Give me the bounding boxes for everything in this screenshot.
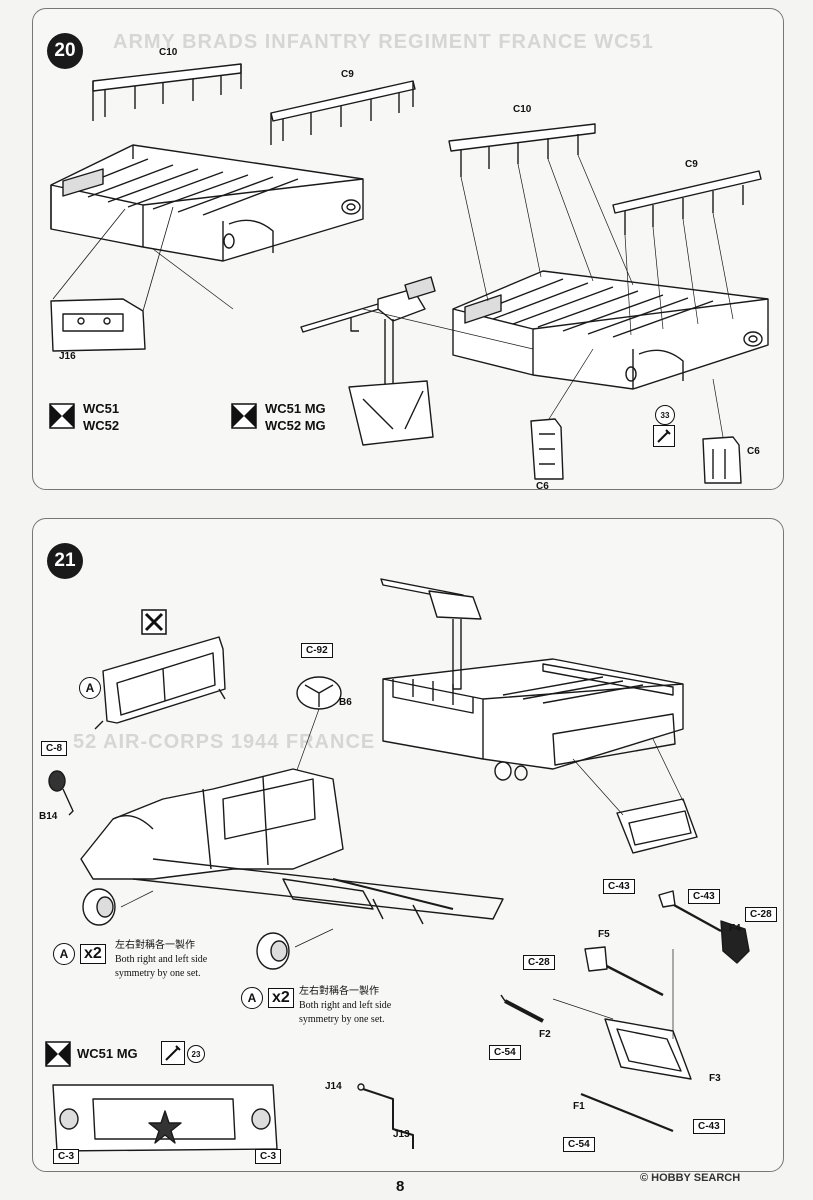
step-21-illustration [48,578,750,1152]
axe-f5 [584,946,664,997]
cargo-bed-right [452,270,769,390]
step-number: 20 [47,33,83,69]
symmetry-note-2-text: 左右對稱各一製作 Both right and left side symmet… [299,985,391,1027]
step-21-panel: 52 AIR-CORPS 1944 FRANCE 21 [32,518,784,1172]
quantity-multiplier: x2 [268,988,294,1008]
rear-cargo-bed [382,658,684,781]
part-label-j13: J13 [393,1129,410,1140]
cargo-bed-left [50,144,364,262]
part-label-c10-right: C10 [513,104,532,115]
part-label-f5: F5 [598,929,610,940]
decal-marker-icon [231,403,257,434]
rear-machine-gun [380,578,482,690]
rail-c10-left [92,63,242,121]
crank-j13 [357,1083,414,1149]
vehicle-chassis [80,768,504,925]
part-label-c6: C6 [536,481,549,492]
variant-label-wc51-mg: WC51 MG [77,1046,138,1061]
remove-part-icon [141,609,167,640]
windshield-frame [94,636,226,730]
part-label-f1: F1 [573,1101,585,1112]
front-bumper [52,1084,278,1152]
symmetry-note-2: A x2 [241,987,294,1009]
crowbar-f1 [580,1092,674,1133]
part-label-b14: B14 [39,811,58,822]
part-label-c43-c: C-43 [693,1119,725,1134]
tool-f2 [500,994,544,1023]
machine-gun-pedestal [300,276,436,446]
part-label-c28-b: C-28 [523,955,555,970]
glue-icon [653,425,675,447]
decal-marker-icon [49,403,75,434]
part-label-f2: F2 [539,1029,551,1040]
rail-c9-left [270,80,416,145]
plate-j16 [50,206,174,352]
part-label-c43: C-43 [603,879,635,894]
horn-part [48,770,74,816]
note-english-line2: symmetry by one set. [299,1014,385,1025]
glue-icon [161,1041,185,1065]
step-20-illustration [50,63,769,484]
part-label-c9-right: C9 [685,159,698,170]
plate-c6-center [530,348,594,480]
part-label-c10: C10 [159,47,178,58]
part-label-c54: C-54 [489,1045,521,1060]
part-label-c43-b: C-43 [688,889,720,904]
part-label-c9: C9 [341,69,354,80]
variant-wc51-mg: WC51 MG [265,401,326,416]
background-ghost-text: 52 AIR-CORPS 1944 FRANCE [73,731,376,753]
part-label-c3-b: C-3 [255,1149,282,1164]
part-label-j16: J16 [59,351,76,362]
symmetry-note-1-text: 左右對稱各一製作 Both right and left side symmet… [115,939,207,981]
note-english-line1: Both right and left side [115,954,208,965]
part-label-c6-right: C6 [747,446,760,457]
watermark: © HOBBY SEARCH [640,1172,741,1184]
variant-label-left: WC51 WC52 [83,400,119,434]
variant-label-right: WC51 MG WC52 MG [265,400,326,434]
callout-a-circle: A [79,677,101,699]
step-number: 21 [47,543,83,579]
symmetry-note-1: A x2 [53,943,106,965]
shovel-f4 [658,890,750,964]
part-label-c92: C-92 [301,643,333,658]
note-english-line2: symmetry by one set. [115,968,201,979]
part-label-j14: J14 [325,1081,342,1092]
part-label-c28: C-28 [745,907,777,922]
wheel-right [256,928,334,970]
part-label-f4: F4 [729,923,741,934]
part-label-b6: B6 [339,697,352,708]
variant-wc51: WC51 [83,401,120,416]
rail-c10-right [448,123,634,302]
paint-number-badge: 33 [655,405,675,425]
rail-c9-right [612,170,762,336]
paint-number-badge: 23 [187,1045,205,1063]
note-chinese: 左右對稱各一製作 [299,986,379,997]
part-label-c54-b: C-54 [563,1137,595,1152]
callout-a: A [79,677,101,699]
step-20-panel: ARMY BRADS INFANTRY REGIMENT FRANCE WC51… [32,8,784,492]
part-label-f3: F3 [709,1073,721,1084]
tool-rack-f3 [552,949,692,1080]
part-label-c3: C-3 [53,1149,80,1164]
variant-wc52-mg: WC52 MG [265,418,326,433]
note-english-line1: Both right and left side [299,1000,392,1011]
note-chinese: 左右對稱各一製作 [115,940,195,951]
background-ghost-text: ARMY BRADS INFANTRY REGIMENT FRANCE WC51 [113,31,654,53]
quantity-multiplier: x2 [80,944,106,964]
variant-wc52: WC52 [83,418,120,433]
part-label-c8: C-8 [41,741,68,756]
callout-a-circle: A [241,987,263,1009]
tailgate-plate [572,738,698,854]
callout-a-circle: A [53,943,75,965]
decal-marker-icon [45,1041,71,1072]
plate-c6-right [702,378,742,484]
page-number: 8 [396,1178,405,1195]
wheel-left [82,888,154,926]
